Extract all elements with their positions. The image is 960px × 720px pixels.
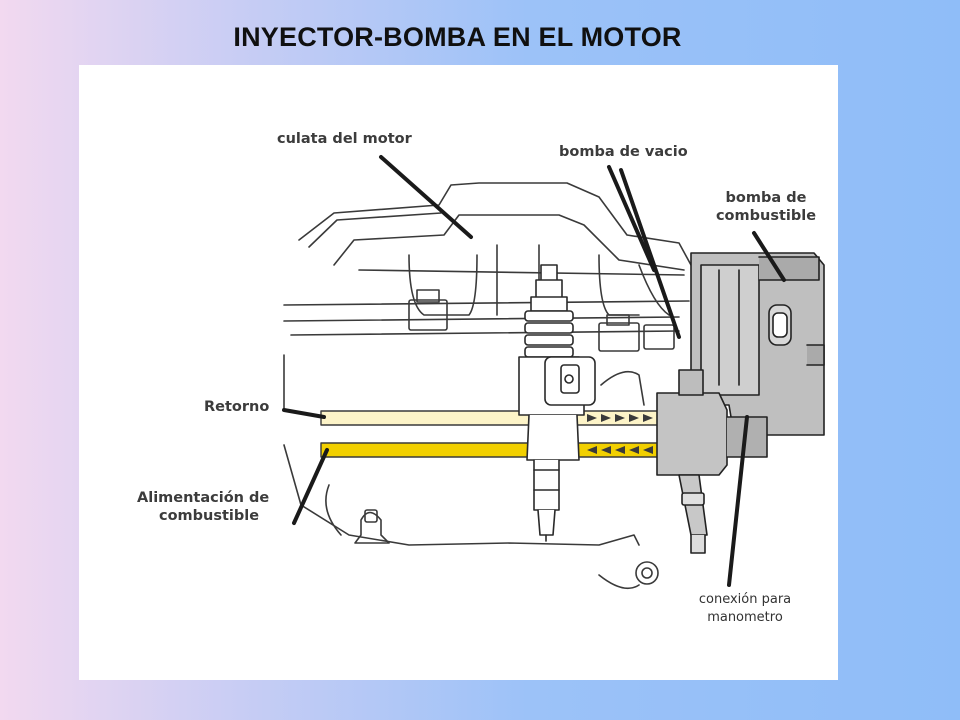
label-bomba-combustible-line2: combustible <box>715 208 817 224</box>
leader-lines <box>282 155 786 587</box>
tandem-pump <box>656 252 825 554</box>
pump-injector <box>518 264 596 542</box>
label-conexion-line1: conexión para <box>698 592 792 607</box>
diagram-panel: culata del motor bomba de vacio bomba de… <box>79 65 838 680</box>
label-conexion: conexión para manometro <box>685 591 805 627</box>
cylinder-head <box>283 182 692 590</box>
label-conexion-line2: manometro <box>707 610 783 625</box>
label-retorno: Retorno <box>204 399 270 415</box>
label-alimentacion-line2: combustible <box>159 508 260 524</box>
supply-line <box>320 442 660 458</box>
injector-pump-diagram <box>282 155 825 590</box>
label-culata: culata del motor <box>277 131 412 147</box>
return-line <box>320 410 660 426</box>
slide-title: INYECTOR-BOMBA EN EL MOTOR <box>233 22 682 52</box>
injector-spring <box>524 310 574 358</box>
label-alimentacion-line1: Alimentación de <box>137 490 270 506</box>
supply-flow-arrows <box>587 446 653 454</box>
label-bomba-vacio: bomba de vacio <box>559 144 688 160</box>
label-alimentacion: Alimentación de combustible <box>137 489 269 525</box>
label-bomba-combustible: bomba de combustible <box>707 189 825 225</box>
label-bomba-combustible-line1: bomba de <box>725 190 807 206</box>
return-flow-arrows <box>587 414 653 422</box>
